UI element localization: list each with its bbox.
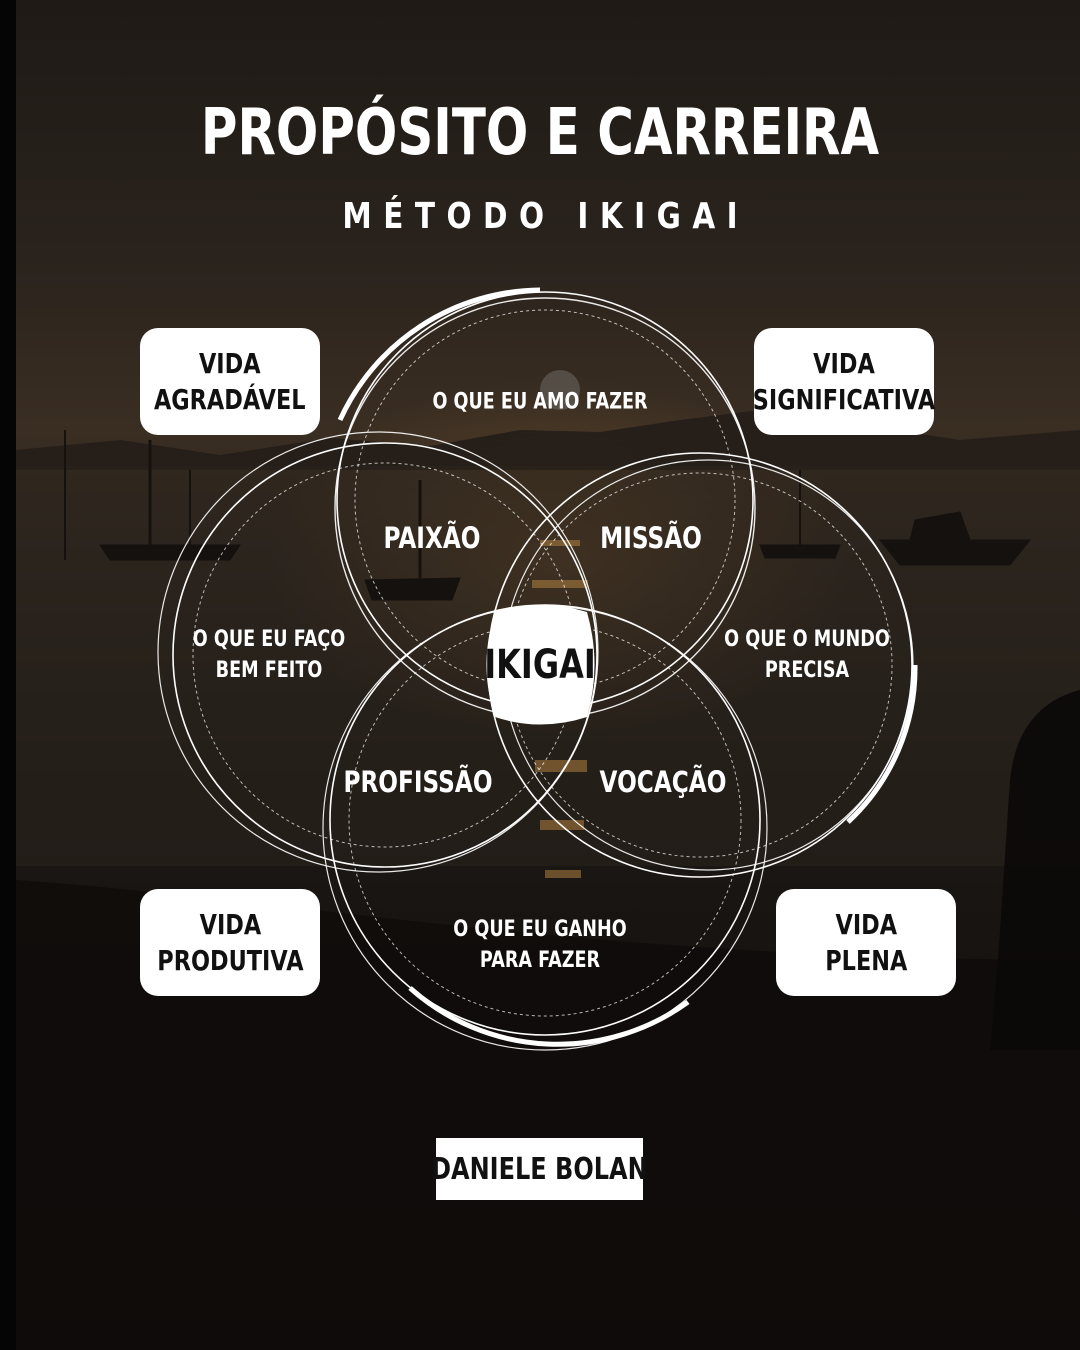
circle-bottom-dashed [348,623,742,1017]
box-vida-produtiva-text: VIDA PRODUTIVA [156,907,304,977]
circle-bottom-arc [408,986,690,1047]
person-silhouette [990,690,1080,1050]
left-edge-bar [0,0,16,1350]
circle-left-outer [157,431,599,873]
label-what-i-do-well: O QUE EU FAÇO BEM FEITO [192,627,346,683]
box-vida-significativa: VIDA SIGNIFICATIVA [752,328,936,435]
box-vida-significativa-text: VIDA SIGNIFICATIVA [752,346,936,416]
circle-bottom [329,604,761,1036]
page-title: PROPÓSITO E CARREIRA [200,96,880,170]
label-vocation: VOCAÇÃO [599,765,727,799]
label-profession: PROFISSÃO [343,765,493,799]
ikigai-center-shape [486,605,595,725]
author-badge: DANIELE BOLAN [431,1138,648,1200]
sun [540,370,580,410]
label-passion: PAIXÃO [383,521,481,555]
box-vida-agradavel: VIDA AGRADÁVEL [140,328,320,435]
label-mission: MISSÃO [600,521,702,555]
box-vida-produtiva: VIDA PRODUTIVA [140,889,320,996]
box-vida-agradavel-text: VIDA AGRADÁVEL [154,346,306,416]
circle-top-dashed [354,309,736,691]
page-subtitle: MÉTODO IKIGAI [342,196,750,237]
circle-right-arc [846,664,918,824]
label-what-world-needs: O QUE O MUNDO PRECISA [724,627,890,683]
circle-top-arc [337,287,541,422]
box-vida-plena: VIDA PLENA [776,889,956,996]
author-name: DANIELE BOLAN [431,1151,648,1187]
beach [16,880,1080,1350]
label-what-i-love: O QUE EU AMO FAZER [432,389,648,415]
circle-left [172,442,598,868]
label-what-i-get-paid: O QUE EU GANHO PARA FAZER [453,917,627,973]
boats [64,430,1032,601]
label-ikigai: IKIGAI [484,642,596,688]
box-vida-plena-text: VIDA PLENA [824,907,908,977]
